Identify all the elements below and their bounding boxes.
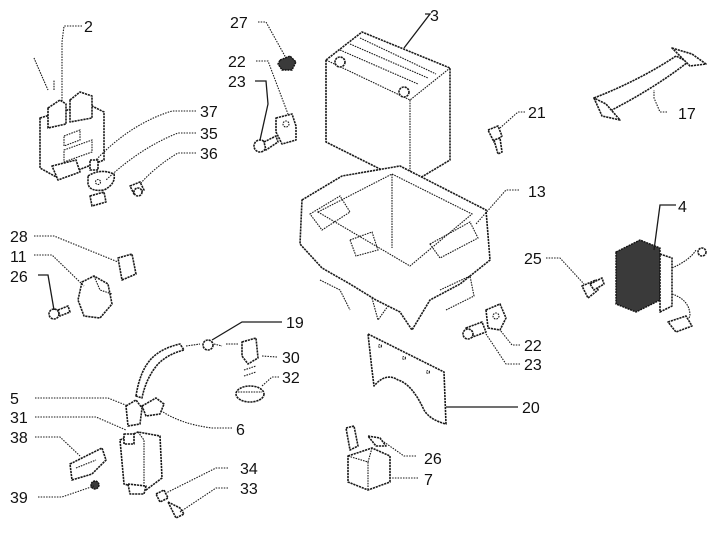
callout-39: 39 <box>10 490 28 507</box>
callout-3: 3 <box>430 8 439 25</box>
callout-5: 5 <box>10 391 19 408</box>
part-bracket-28 <box>117 253 137 281</box>
part-clamp-22-23-lower <box>462 303 507 340</box>
callout-17: 17 <box>678 106 696 123</box>
part-battery <box>325 31 451 185</box>
callout-38: 38 <box>10 430 28 447</box>
callout-26-left: 26 <box>10 269 28 286</box>
part-regulator <box>615 239 707 333</box>
part-spark-plug-cable <box>135 339 223 399</box>
leader-lines <box>34 13 676 513</box>
callout-22-bottom: 22 <box>524 338 542 355</box>
part-ignition-coil <box>119 397 165 495</box>
part-relay-11 <box>77 275 113 319</box>
callout-labels: 2 3 4 5 6 7 11 13 17 19 20 21 22 23 22 2… <box>10 8 696 507</box>
callout-6: 6 <box>236 422 245 439</box>
callout-23-top: 23 <box>228 74 246 91</box>
callout-4: 4 <box>678 199 687 216</box>
callout-26-right: 26 <box>424 451 442 468</box>
part-bracket-38 <box>69 447 107 481</box>
callout-28: 28 <box>10 229 28 246</box>
callout-36: 36 <box>200 146 218 163</box>
callout-21: 21 <box>528 105 546 122</box>
callout-13: 13 <box>528 184 546 201</box>
callout-19: 19 <box>286 315 304 332</box>
part-clamp-22-23-top <box>253 113 297 153</box>
callout-34: 34 <box>240 461 258 478</box>
part-nut-27 <box>277 55 297 71</box>
part-screw-26-left <box>48 305 71 320</box>
callout-7: 7 <box>424 472 433 489</box>
callout-35: 35 <box>200 126 218 143</box>
part-bracket-35 <box>87 159 145 207</box>
part-grommet-32 <box>235 365 265 403</box>
callout-2: 2 <box>84 19 93 36</box>
callout-23-bottom: 23 <box>524 357 542 374</box>
callout-11: 11 <box>10 249 27 266</box>
part-screw-25 <box>581 277 605 299</box>
part-screw-33-34 <box>155 489 185 519</box>
part-plug-cap-30 <box>226 337 259 365</box>
callout-30: 30 <box>282 350 300 367</box>
part-screw-21 <box>487 125 503 155</box>
callout-27: 27 <box>230 15 248 32</box>
part-relay-7 <box>345 425 391 491</box>
part-nut-39 <box>90 480 100 490</box>
part-battery-holder <box>299 165 491 331</box>
callout-31: 31 <box>10 410 28 427</box>
callout-25: 25 <box>524 251 542 268</box>
callout-37: 37 <box>200 104 218 121</box>
callout-33: 33 <box>240 481 258 498</box>
part-battery-strap <box>593 47 707 121</box>
part-plate-20 <box>367 333 447 425</box>
callout-32: 32 <box>282 370 300 387</box>
callout-22-top: 22 <box>228 54 246 71</box>
callout-20: 20 <box>522 400 540 417</box>
part-relay-block <box>33 57 105 181</box>
